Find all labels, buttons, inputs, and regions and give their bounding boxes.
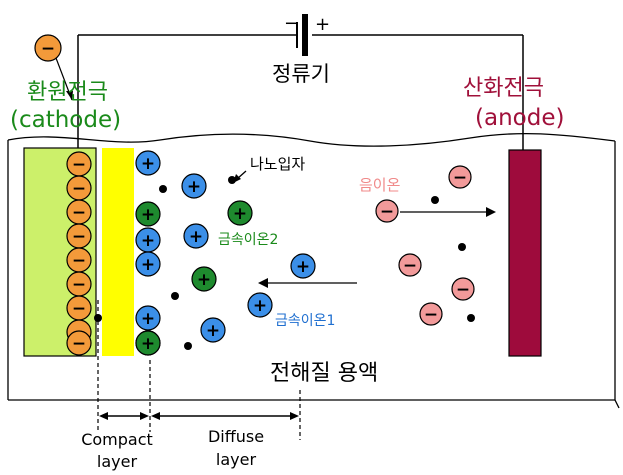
- rectifier-symbol: − + 정류기: [272, 13, 330, 86]
- rectifier-label: 정류기: [272, 62, 330, 86]
- svg-text:−: −: [41, 39, 55, 59]
- electron: −: [66, 223, 92, 249]
- electron-free: −: [34, 34, 62, 62]
- metal-ion-2: +: [191, 266, 217, 292]
- diffuse-layer-label-1: Diffuse: [208, 427, 264, 446]
- nanoparticle: [171, 292, 179, 300]
- cathode-label-ko: 환원전극: [27, 80, 108, 105]
- rectifier-plus: +: [315, 14, 330, 35]
- anions: −−−−−: [375, 165, 475, 326]
- anion: −: [419, 302, 443, 326]
- metal-ion-2-label: 금속이온2: [218, 232, 278, 248]
- svg-text:+: +: [141, 154, 155, 174]
- svg-text:+: +: [253, 296, 267, 316]
- anode-plate: [508, 149, 542, 357]
- anion: −: [448, 165, 472, 189]
- nanoparticle: [431, 196, 439, 204]
- anion-label: 음이온: [359, 176, 400, 194]
- circuit-wires: [77, 34, 524, 150]
- svg-text:+: +: [141, 205, 155, 225]
- svg-text:+: +: [189, 227, 203, 247]
- nanoparticle: [184, 342, 192, 350]
- svg-text:+: +: [141, 309, 155, 329]
- metal-ion-1: +: [290, 253, 316, 279]
- nanoparticle: [467, 314, 475, 322]
- svg-text:+: +: [233, 204, 247, 224]
- cations: ++++++++++++++: [135, 150, 316, 356]
- anion: −: [375, 199, 399, 223]
- svg-text:−: −: [403, 256, 417, 276]
- metal-ion-2: +: [227, 200, 253, 226]
- svg-text:−: −: [456, 280, 470, 300]
- compact-layer-band: [102, 148, 134, 356]
- svg-text:+: +: [141, 231, 155, 251]
- cathode-electrons: −−−−−−−−−: [66, 151, 92, 356]
- electron: −: [66, 295, 92, 321]
- metal-ion-1: +: [183, 223, 209, 249]
- electron: −: [66, 330, 92, 356]
- electrolyte-label: 전해질 용액: [270, 361, 378, 386]
- metal-ion-1: +: [135, 150, 161, 176]
- compact-layer-label-2: layer: [97, 452, 138, 471]
- metal-ion-2: +: [135, 330, 161, 356]
- metal-ion-1: +: [135, 251, 161, 277]
- metal-ion-2: +: [135, 201, 161, 227]
- diffuse-layer-label-2: layer: [216, 450, 257, 469]
- svg-text:+: +: [206, 321, 220, 341]
- ion-arrows: [233, 170, 496, 288]
- svg-text:−: −: [72, 299, 86, 319]
- nanoparticle-label: 나노입자: [250, 155, 305, 173]
- svg-text:−: −: [72, 155, 86, 175]
- svg-text:+: +: [296, 257, 310, 277]
- svg-text:−: −: [72, 179, 86, 199]
- anion: −: [451, 277, 475, 301]
- svg-text:+: +: [141, 255, 155, 275]
- rectifier-minus: −: [284, 13, 299, 34]
- metal-ion-1: +: [247, 292, 273, 318]
- compact-layer-label-1: Compact: [81, 430, 153, 449]
- electron: −: [66, 151, 92, 177]
- electrolyte-tank: [7, 132, 620, 409]
- anode-label-ko: 산화전극: [463, 76, 544, 101]
- nanoparticle: [159, 185, 167, 193]
- cathode-label-en: (cathode): [10, 107, 121, 133]
- svg-text:+: +: [197, 270, 211, 290]
- svg-text:+: +: [187, 177, 201, 197]
- metal-ion-1-label: 금속이온1: [275, 313, 335, 329]
- metal-ion-1: +: [200, 317, 226, 343]
- anion: −: [398, 253, 422, 277]
- svg-text:−: −: [453, 168, 467, 188]
- electron: −: [66, 271, 92, 297]
- svg-text:−: −: [72, 227, 86, 247]
- svg-text:−: −: [72, 275, 86, 295]
- svg-text:+: +: [141, 334, 155, 354]
- svg-text:−: −: [424, 305, 438, 325]
- svg-text:−: −: [72, 334, 86, 354]
- anode-label-en: (anode): [475, 105, 564, 131]
- metal-ion-1: +: [181, 173, 207, 199]
- layer-boundaries: [97, 300, 301, 440]
- svg-text:−: −: [72, 251, 86, 271]
- nanoparticles: [94, 176, 475, 350]
- metal-ion-1: +: [135, 305, 161, 331]
- electron: −: [66, 199, 92, 225]
- electron: −: [66, 175, 92, 201]
- metal-ion-1: +: [135, 227, 161, 253]
- svg-text:−: −: [380, 202, 394, 222]
- electron: −: [66, 247, 92, 273]
- nanoparticle: [458, 243, 466, 251]
- svg-text:−: −: [72, 203, 86, 223]
